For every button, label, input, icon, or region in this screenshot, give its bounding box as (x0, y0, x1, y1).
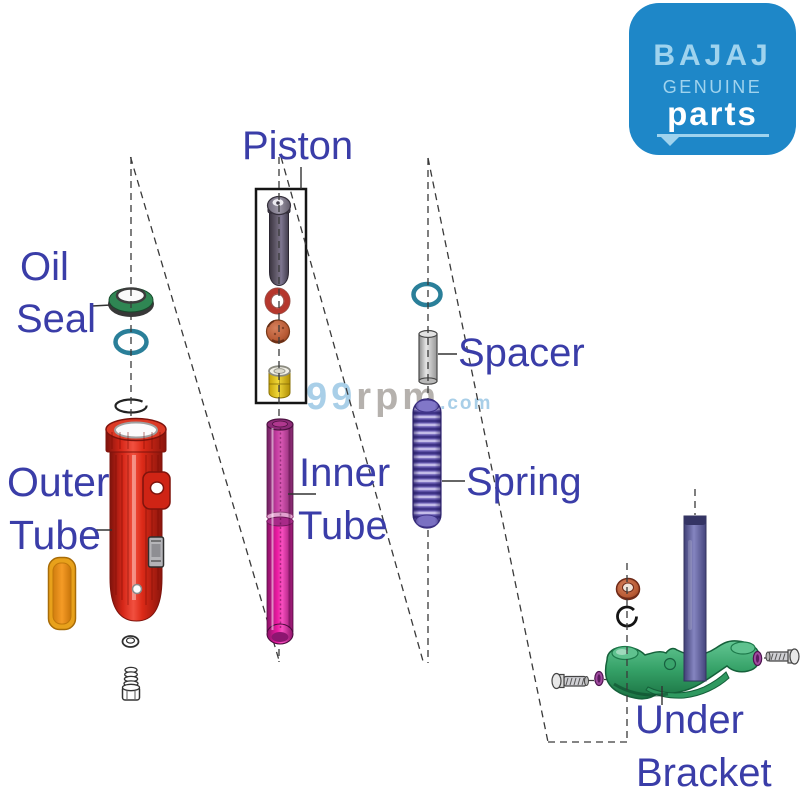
under-bracket-part (604, 640, 761, 700)
left-bolt-washer (594, 670, 604, 687)
watermark: 99rpm.com (306, 378, 492, 416)
logo-underline (656, 133, 769, 138)
spring-part (412, 398, 442, 529)
outer-tube-part (105, 417, 171, 622)
drain-washer-part (121, 635, 140, 648)
label-spring: Spring (466, 460, 582, 504)
lock-nut-part (615, 577, 641, 601)
label-outer-tube: Tube (9, 512, 101, 558)
leader-lines (91, 167, 663, 705)
label-outer: Outer (7, 459, 110, 505)
bajaj-logo-brand: BAJAJ (653, 39, 772, 72)
bajaj-logo-genuine: GENUINE (662, 77, 763, 97)
left-clamp-bolt-part (551, 672, 589, 690)
drain-bolt-part (121, 666, 141, 701)
o-ring-teal-2 (411, 281, 443, 308)
bajaj-logo: BAJAJ GENUINE parts (629, 3, 796, 155)
label-spacer: Spacer (458, 331, 585, 375)
bajaj-logo-parts: parts (667, 95, 758, 132)
piston-o-ring-part (264, 287, 291, 315)
label-seal: Seal (16, 297, 97, 341)
inner-tube-part (266, 418, 294, 645)
piston-box (254, 187, 308, 405)
right-bolt-washer (752, 650, 763, 667)
down-arrow-icon (661, 137, 679, 147)
label-bracket: Bracket (636, 751, 772, 795)
spacer-part (418, 329, 438, 385)
label-inner: Inner (299, 451, 391, 495)
label-oil: Oil (20, 245, 69, 289)
label-inner-tube: Tube (298, 504, 388, 548)
piston-nut-part (265, 319, 291, 344)
guide-lines (129, 156, 767, 743)
piston-cap-part (268, 365, 291, 399)
under-bracket-front-face (613, 671, 730, 699)
reflector-part (47, 556, 77, 631)
watermark-99: 99 (306, 376, 357, 418)
label-under: Under (635, 698, 744, 742)
steering-stem-part (683, 515, 707, 682)
label-piston: Piston (242, 124, 354, 168)
right-clamp-bolt-part (765, 648, 800, 665)
